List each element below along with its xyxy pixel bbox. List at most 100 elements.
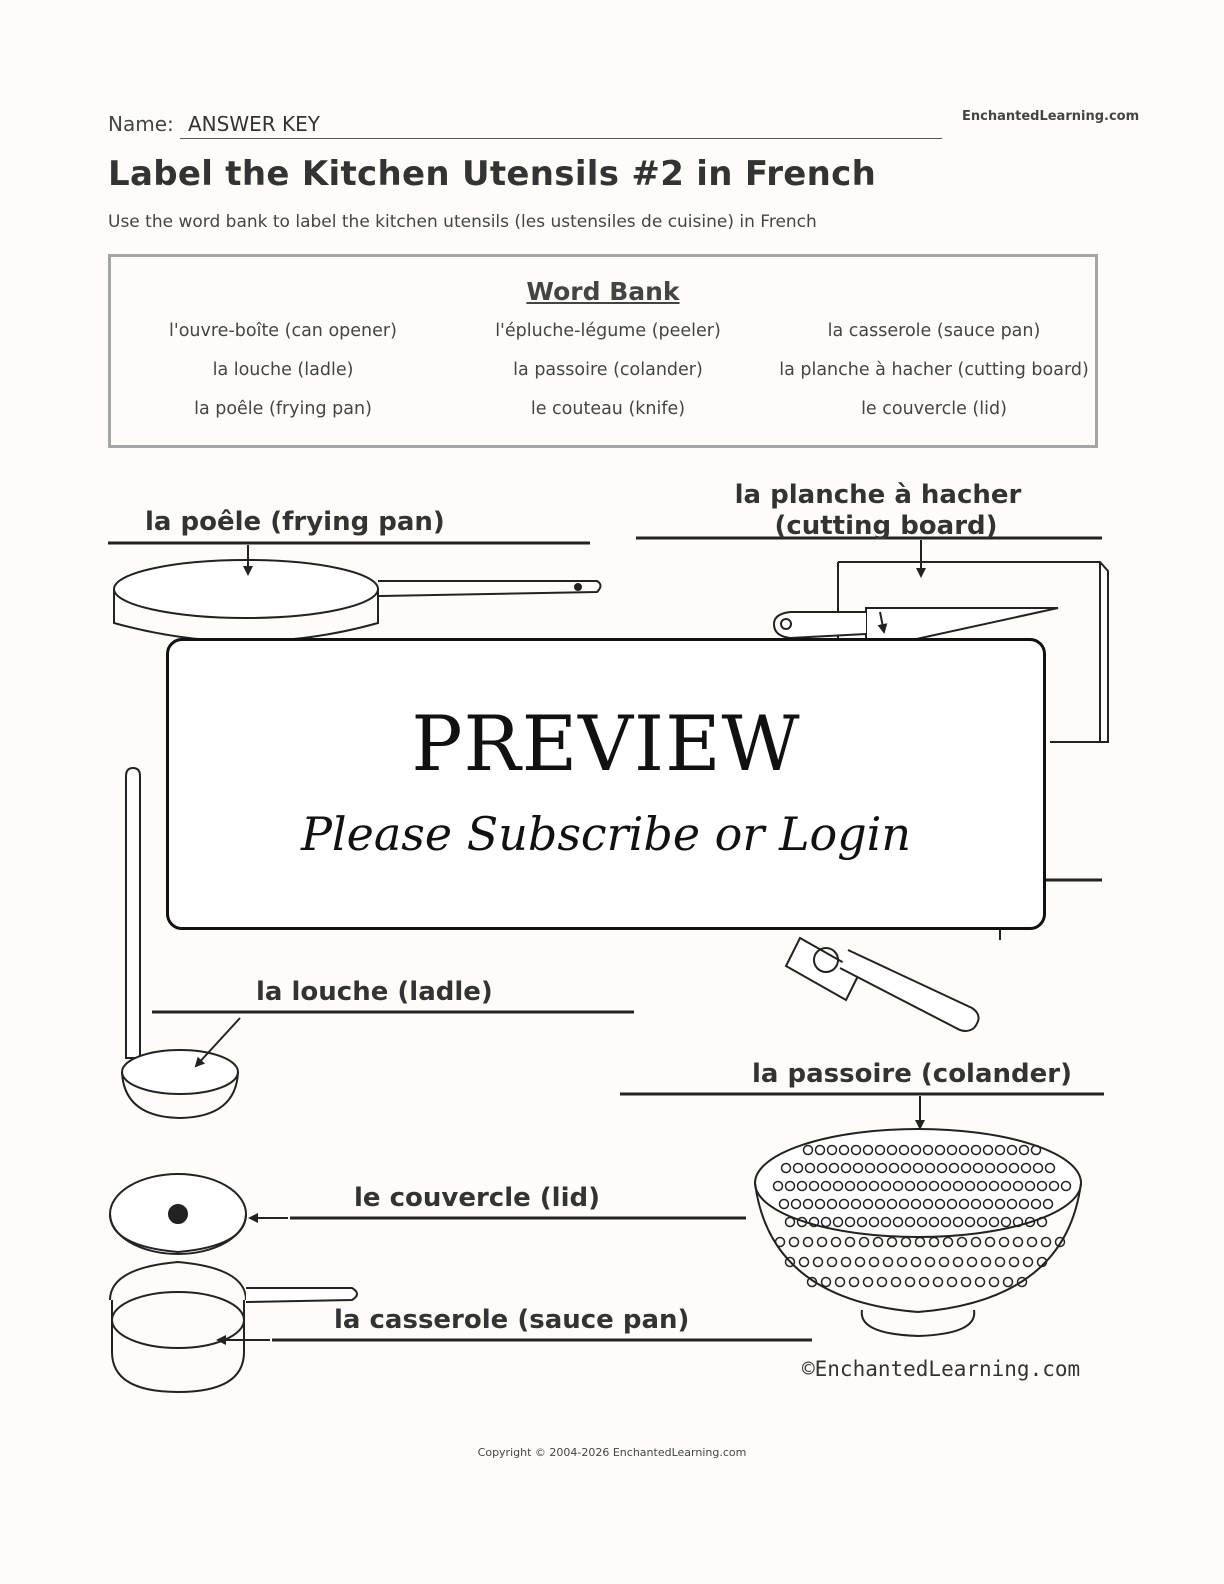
colander-hole [936,1162,948,1174]
word-bank: Word Bank l'ouvre-boîte (can opener) l'é… [108,254,1098,448]
label-colander: la passoire (colander) [752,1059,1072,1089]
colander-hole [784,1256,796,1268]
word-bank-item: la passoire (colander) [513,360,703,380]
colander-hole [778,1198,790,1210]
colander-hole [896,1256,908,1268]
colander-hole [826,1144,838,1156]
colander-hole [874,1144,886,1156]
colander-hole [828,1162,840,1174]
colander-hole [816,1236,828,1248]
colander-hole [966,1256,978,1268]
colander-hole [956,1236,968,1248]
colander-hole [868,1256,880,1268]
colander-hole [1018,1198,1030,1210]
colander-hole [856,1216,868,1228]
name-row: Name: ANSWER KEY [108,108,942,140]
colander-hole [790,1198,802,1210]
colander-hole [844,1216,856,1228]
colander-hole [988,1180,1000,1192]
colander-hole [922,1144,934,1156]
colander-hole [1044,1162,1056,1174]
colander-hole [964,1216,976,1228]
colander-hole [928,1216,940,1228]
colander-hole [976,1216,988,1228]
label-sauce-pan: la casserole (sauce pan) [334,1305,689,1335]
word-bank-item: la louche (ladle) [212,360,354,380]
colander-holes [772,1144,1072,1288]
label-ladle: la louche (ladle) [256,977,493,1007]
colander-hole [868,1180,880,1192]
colander-hole [898,1198,910,1210]
colander-hole [1060,1180,1072,1192]
colander-hole [924,1256,936,1268]
colander-drawing [754,1128,1082,1338]
preview-overlay[interactable]: PREVIEW Please Subscribe or Login [166,638,1046,930]
colander-hole [928,1236,940,1248]
colander-hole [980,1256,992,1268]
colander-hole [934,1198,946,1210]
colander-hole [984,1236,996,1248]
label-lid: le couvercle (lid) [354,1183,600,1213]
colander-hole [1030,1144,1042,1156]
colander-hole [910,1198,922,1210]
name-value: ANSWER KEY [188,112,320,136]
colander-hole [838,1144,850,1156]
colander-hole [946,1276,958,1288]
colander-hole [904,1180,916,1192]
ladle-drawing [121,766,239,1120]
colander-hole [974,1276,986,1288]
colander-hole [886,1236,898,1248]
colander-hole [872,1236,884,1248]
colander-hole [938,1256,950,1268]
colander-hole [1006,1144,1018,1156]
colander-hole [918,1276,930,1288]
colander-hole [880,1180,892,1192]
colander-hole [904,1216,916,1228]
colander-hole [998,1236,1010,1248]
colander-hole [964,1180,976,1192]
colander-hole [1020,1162,1032,1174]
colander-hole [840,1162,852,1174]
colander-hole [1042,1198,1054,1210]
colander-hole [788,1236,800,1248]
colander-hole [942,1236,954,1248]
colander-hole [972,1162,984,1174]
colander-hole [1036,1216,1048,1228]
colander-hole [900,1162,912,1174]
colander-hole [876,1276,888,1288]
colander-hole [924,1162,936,1174]
word-bank-title: Word Bank [526,277,680,306]
colander-hole [914,1236,926,1248]
colander-hole [970,1198,982,1210]
cutting-board-drawing [772,561,1109,743]
colander-hole [976,1180,988,1192]
site-name: EnchantedLearning.com [962,109,1140,124]
colander-hole [812,1256,824,1268]
colander-hole [876,1162,888,1174]
colander-hole [1048,1180,1060,1192]
colander-hole [1036,1180,1048,1192]
colander-hole [994,1198,1006,1210]
colander-hole [868,1216,880,1228]
colander-hole [880,1216,892,1228]
colander-hole [900,1236,912,1248]
colander-hole [844,1236,856,1248]
word-bank-item: le couteau (knife) [530,399,686,419]
colander-hole [984,1162,996,1174]
label-frying-pan: la poêle (frying pan) [145,507,445,537]
preview-subtitle[interactable]: Please Subscribe or Login [300,807,912,861]
colander-hole [802,1198,814,1210]
colander-hole [988,1276,1000,1288]
colander-hole [830,1236,842,1248]
colander-hole [916,1216,928,1228]
colander-hole [808,1180,820,1192]
colander-hole [958,1144,970,1156]
colander-hole [1002,1276,1014,1288]
colander-hole [886,1144,898,1156]
colander-hole [1026,1236,1038,1248]
colander-hole [934,1144,946,1156]
colander-hole [862,1198,874,1210]
word-bank-item: l'épluche-légume (peeler) [495,321,721,341]
colander-hole [816,1162,828,1174]
colander-hole [1036,1256,1048,1268]
